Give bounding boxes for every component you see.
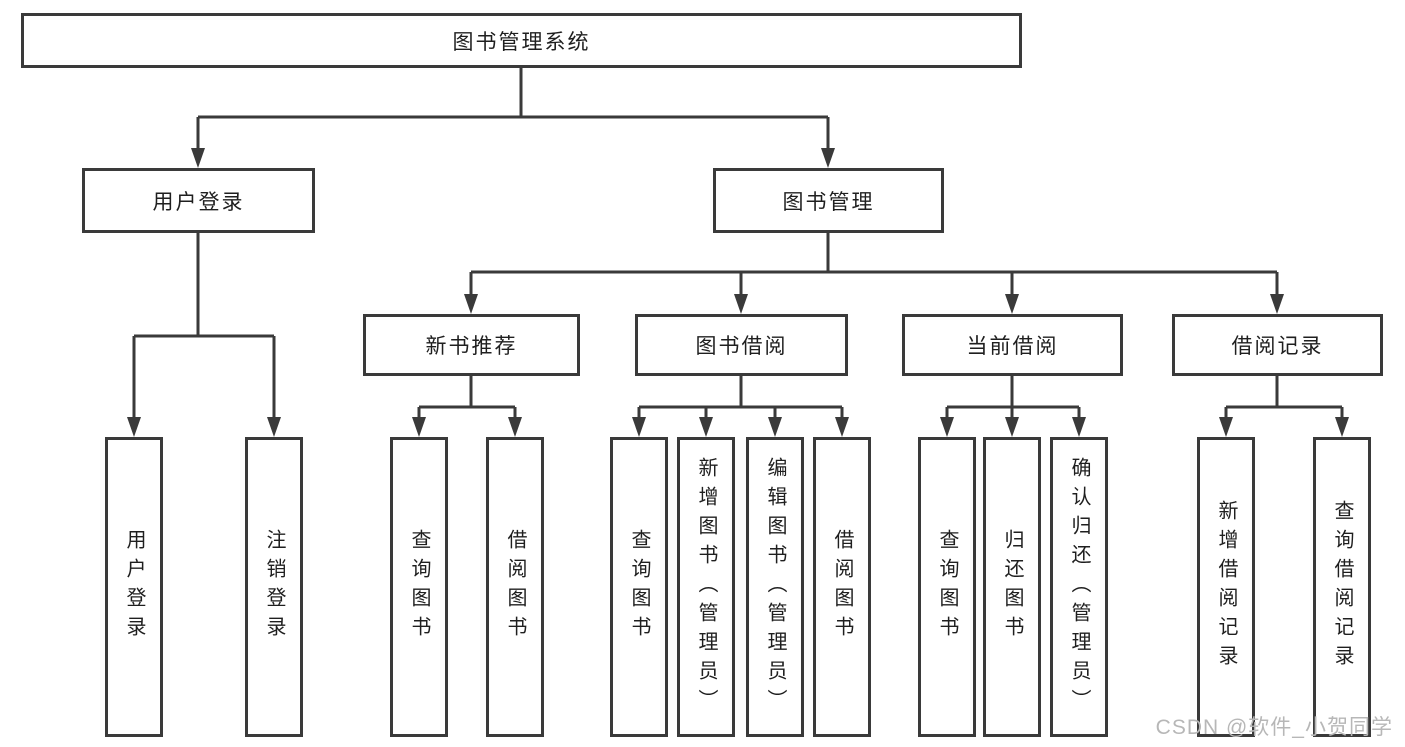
node-borrowing-records: 借阅记录 — [1172, 314, 1383, 376]
leaf-borrow-books-borrowing: 借阅图书 — [813, 437, 871, 737]
arrowhead-book-management — [821, 148, 835, 168]
leaf-label: 查询图书 — [408, 529, 430, 645]
arrowhead-cb-return — [1005, 417, 1019, 437]
edges-book-management — [464, 233, 1284, 314]
arrowhead-bb-add — [699, 417, 713, 437]
node-root: 图书管理系统 — [21, 13, 1022, 68]
arrowhead-br-query — [1335, 417, 1349, 437]
leaf-query-borrow-record: 查询借阅记录 — [1313, 437, 1371, 737]
leaf-label: 归还图书 — [1001, 529, 1023, 645]
node-label: 图书借阅 — [695, 335, 788, 358]
leaf-label: 查询借阅记录 — [1331, 500, 1353, 674]
node-book-borrowing: 图书借阅 — [635, 314, 848, 376]
arrowhead-current-borrowing — [1005, 294, 1019, 314]
node-label: 当前借阅 — [966, 335, 1059, 358]
leaf-label: 借阅图书 — [504, 529, 526, 645]
arrowhead-nb-query — [412, 417, 426, 437]
node-book-management: 图书管理 — [713, 168, 944, 233]
arrowhead-borrowing-records — [1270, 294, 1284, 314]
arrowhead-br-add — [1219, 417, 1233, 437]
leaf-label: 编辑图书（管理员） — [764, 456, 786, 718]
arrowhead-nb-borrow — [508, 417, 522, 437]
leaf-label: 新增借阅记录 — [1215, 500, 1237, 674]
leaf-label: 新增图书（管理员） — [695, 456, 717, 718]
edges-borrowing-records — [1219, 376, 1349, 437]
node-label: 借阅记录 — [1231, 335, 1324, 358]
arrowhead-bb-query — [632, 417, 646, 437]
leaf-label: 用户登录 — [123, 529, 145, 645]
leaf-label: 注销登录 — [263, 529, 285, 645]
arrowhead-leaf-logout — [267, 417, 281, 437]
edges-user-login — [127, 233, 281, 437]
edges-root — [191, 68, 835, 168]
leaf-confirm-return-admin: 确认归还（管理员） — [1050, 437, 1108, 737]
leaf-query-books-recommend: 查询图书 — [390, 437, 448, 737]
leaf-borrow-books-recommend: 借阅图书 — [486, 437, 544, 737]
leaf-logout: 注销登录 — [245, 437, 303, 737]
node-label: 图书管理系统 — [452, 30, 591, 54]
leaf-query-books-current: 查询图书 — [918, 437, 976, 737]
leaf-add-books-admin: 新增图书（管理员） — [677, 437, 735, 737]
node-user-login: 用户登录 — [82, 168, 315, 233]
arrowhead-bb-borrow — [835, 417, 849, 437]
leaf-add-borrow-record: 新增借阅记录 — [1197, 437, 1255, 737]
node-current-borrowing: 当前借阅 — [902, 314, 1123, 376]
arrowhead-new-book — [464, 294, 478, 314]
arrowhead-leaf-user-login — [127, 417, 141, 437]
leaf-query-books-borrowing: 查询图书 — [610, 437, 668, 737]
edges-new-book-recommend — [412, 376, 522, 437]
arrowhead-user-login — [191, 148, 205, 168]
leaf-user-login: 用户登录 — [105, 437, 163, 737]
node-new-book-recommend: 新书推荐 — [363, 314, 580, 376]
edges-book-borrowing — [632, 376, 849, 437]
leaf-return-books: 归还图书 — [983, 437, 1041, 737]
arrowhead-cb-query — [940, 417, 954, 437]
arrowhead-cb-confirm — [1072, 417, 1086, 437]
leaf-label: 查询图书 — [628, 529, 650, 645]
node-label: 用户登录 — [152, 190, 245, 214]
leaf-label: 借阅图书 — [831, 529, 853, 645]
edges-current-borrowing — [940, 376, 1086, 437]
node-label: 图书管理 — [782, 190, 875, 214]
leaf-label: 确认归还（管理员） — [1068, 456, 1090, 718]
leaf-label: 查询图书 — [936, 529, 958, 645]
arrowhead-book-borrowing — [734, 294, 748, 314]
leaf-edit-books-admin: 编辑图书（管理员） — [746, 437, 804, 737]
csdn-watermark: CSDN @软件_小贺同学 — [1155, 716, 1393, 739]
node-label: 新书推荐 — [425, 335, 518, 358]
arrowhead-bb-edit — [768, 417, 782, 437]
